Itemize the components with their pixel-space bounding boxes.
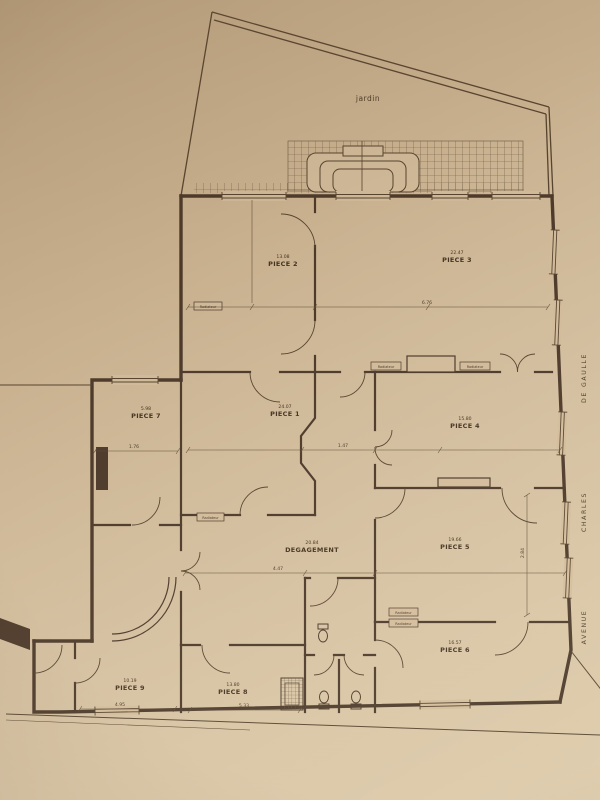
svg-text:22.47: 22.47 — [450, 250, 463, 256]
svg-text:Radiateur: Radiateur — [467, 365, 484, 369]
svg-text:5.98: 5.98 — [141, 406, 151, 412]
svg-text:5.33: 5.33 — [239, 703, 249, 709]
radiator-label: Radiateur — [370, 361, 402, 371]
svg-text:PIECE 2: PIECE 2 — [268, 260, 298, 268]
radiator-label: Radiateur — [459, 361, 491, 371]
room-label-piece-5: 19.66 PIECE 5 — [440, 537, 470, 551]
room-label-piece-3: 22.47 PIECE 3 — [442, 250, 472, 264]
bay-projection — [406, 355, 491, 488]
svg-text:CHARLES: CHARLES — [581, 492, 588, 532]
svg-text:Radiateur: Radiateur — [395, 622, 412, 626]
interior-walls — [73, 194, 572, 714]
svg-text:4.47: 4.47 — [273, 566, 283, 572]
radiator-label: Radiateur — [388, 607, 419, 617]
svg-text:DE: DE — [581, 391, 588, 403]
room-label-piece-4: 15.80 PIECE 4 — [450, 416, 480, 430]
chimney-block — [0, 447, 108, 650]
street-wall-windows — [548, 229, 574, 599]
svg-text:Radiateur: Radiateur — [395, 611, 412, 615]
svg-text:4.95: 4.95 — [115, 702, 125, 708]
corridor-round-wall — [111, 576, 177, 642]
svg-text:1.76: 1.76 — [129, 444, 139, 450]
svg-text:PIECE 7: PIECE 7 — [131, 412, 161, 420]
svg-text:19.66: 19.66 — [448, 537, 461, 543]
svg-text:13.80: 13.80 — [226, 682, 239, 688]
room-label-piece-2: 13.08 PIECE 2 — [268, 254, 298, 268]
svg-text:PIECE 4: PIECE 4 — [450, 422, 480, 430]
svg-text:PIECE 9: PIECE 9 — [115, 684, 145, 692]
toilet-fixtures — [317, 623, 362, 710]
room-label-piece-1: 24.07 PIECE 1 — [270, 404, 300, 418]
svg-text:16.57: 16.57 — [448, 640, 461, 646]
outer-walls — [32, 194, 573, 714]
svg-text:PIECE 3: PIECE 3 — [442, 256, 472, 264]
radiator-label: Radiateur — [388, 618, 419, 628]
svg-text:PIECE 1: PIECE 1 — [270, 410, 300, 418]
svg-text:PIECE 8: PIECE 8 — [218, 688, 248, 696]
svg-text:PIECE 5: PIECE 5 — [440, 543, 470, 551]
toilet-icon — [317, 623, 329, 643]
garden-boundary — [180, 11, 554, 197]
svg-text:13.08: 13.08 — [276, 254, 289, 260]
shower-tile — [280, 677, 304, 711]
svg-text:2.84: 2.84 — [520, 548, 526, 558]
dimension-lines — [77, 200, 568, 714]
room-label-degagement: 20.84 DEGAGEMENT — [285, 540, 339, 554]
radiator-label: Radiateur — [193, 301, 223, 311]
svg-text:1.47: 1.47 — [338, 443, 348, 449]
door-swings — [33, 213, 538, 684]
toilet-icon — [318, 690, 330, 710]
radiator-boxes: Radiateur Radiateur Radiateur Radiateur … — [193, 301, 491, 628]
svg-text:20.84: 20.84 — [305, 540, 318, 546]
svg-text:15.80: 15.80 — [458, 416, 471, 422]
svg-text:10.19: 10.19 — [123, 678, 136, 684]
room-label-piece-8: 13.80 PIECE 8 — [218, 682, 248, 696]
svg-text:DEGAGEMENT: DEGAGEMENT — [285, 546, 339, 554]
room-label-piece-9: 10.19 PIECE 9 — [115, 678, 145, 692]
garden-label: jardin — [355, 94, 380, 103]
svg-text:GAULLE: GAULLE — [581, 353, 588, 387]
svg-text:AVENUE: AVENUE — [581, 610, 588, 645]
svg-text:24.07: 24.07 — [278, 404, 291, 410]
window-openings — [94, 191, 574, 716]
svg-text:Radiateur: Radiateur — [202, 516, 219, 520]
svg-text:6.76: 6.76 — [422, 300, 432, 306]
room-label-piece-6: 16.57 PIECE 6 — [440, 640, 470, 654]
svg-text:PIECE 6: PIECE 6 — [440, 646, 470, 654]
room-label-piece-7: 5.98 PIECE 7 — [131, 406, 161, 420]
radiator-label: Radiateur — [196, 512, 225, 522]
svg-text:Radiateur: Radiateur — [378, 365, 395, 369]
dimension-labels: 6.76 1.47 1.76 4.47 4.95 5.33 2.84 — [115, 300, 526, 709]
toilet-icon — [350, 690, 362, 710]
street-name: GAULLE DE CHARLES AVENUE — [581, 353, 588, 644]
sidewalk-lines — [5, 650, 600, 736]
